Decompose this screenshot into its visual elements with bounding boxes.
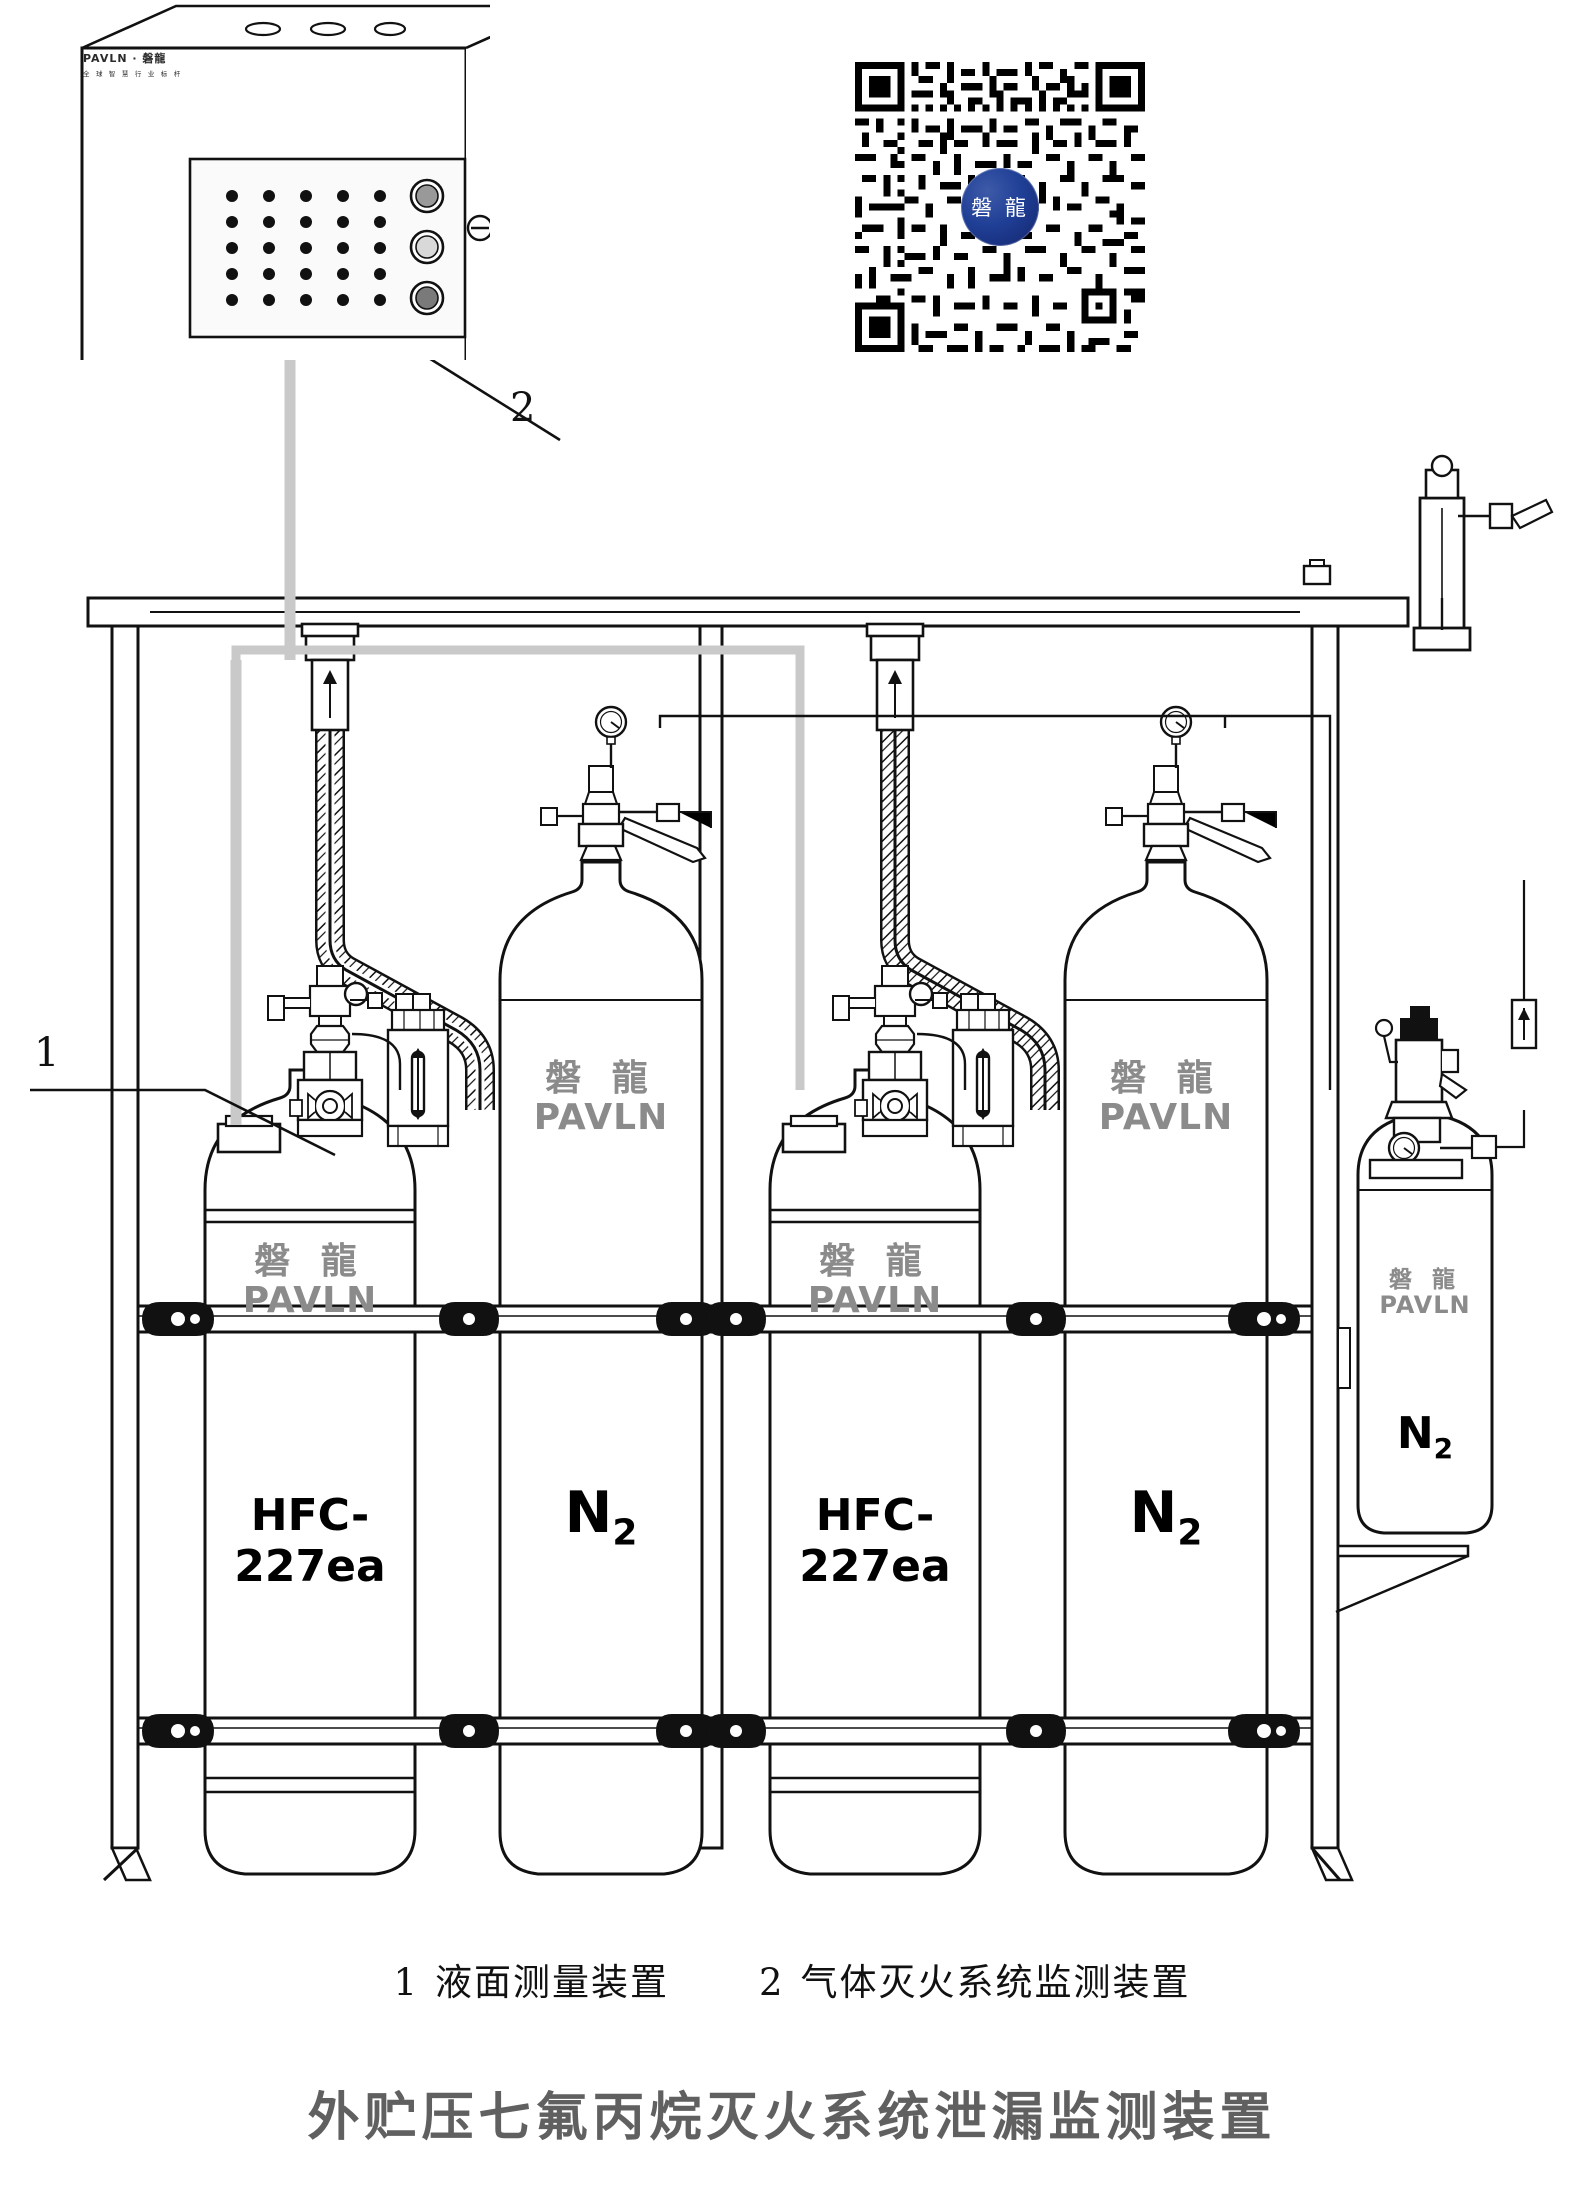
- legend-row: 1 液面测量装置 2 气体灭火系统监测装置: [0, 1952, 1584, 2006]
- brand-en: PAVLN: [807, 1279, 943, 1321]
- legend-number: 1: [393, 1961, 419, 2004]
- vent-slot: [373, 21, 407, 37]
- panel-brand-name: PAVLN · 磐龍: [83, 52, 167, 65]
- legend-label: 液面测量装置: [435, 1961, 669, 2004]
- gas-label-text: N: [564, 1480, 613, 1546]
- n2-valve-assembly-left: [539, 764, 713, 864]
- callout-number-2: 2: [510, 385, 536, 431]
- panel-tagline: 全 球 智 慧 行 业 标 杆: [83, 70, 183, 78]
- qr-code[interactable]: 磐 龍: [855, 62, 1145, 352]
- collar-left: [216, 1122, 282, 1154]
- brand-cn: 磐 龍: [819, 1241, 931, 1282]
- cylinder-brand-agent-1: 磐 龍 PAVLN: [205, 1243, 415, 1320]
- figure-title: 外贮压七氟丙烷灭火系统泄漏监测装置: [307, 2088, 1277, 2148]
- push-button-bottom: [409, 280, 445, 316]
- top-right-outlet: [1302, 454, 1554, 652]
- brand-en: PAVLN: [1098, 1096, 1234, 1138]
- cylinder-brand-nitrogen-small: 磐 龍 PAVLN: [1358, 1268, 1492, 1319]
- legend-item-1: 1 液面测量装置: [393, 1952, 669, 2006]
- collar-right: [781, 1122, 847, 1154]
- leader-line-1: [30, 1088, 336, 1157]
- gas-label-agent-2: HFC-227ea: [760, 1490, 990, 1592]
- cylinder-agent-2: [768, 1068, 982, 1876]
- right-check-valve: [1510, 880, 1538, 1050]
- cylinder-brand-agent-2: 磐 龍 PAVLN: [770, 1243, 980, 1320]
- callout-number-1: 1: [34, 1030, 60, 1076]
- clamp-rail-lower: [136, 1714, 1314, 1748]
- cylinder-agent-1: [203, 1068, 417, 1876]
- brand-cn: 磐 龍: [545, 1058, 657, 1099]
- level-sensor-right: [951, 992, 1015, 1148]
- gas-label-nitrogen-1: N2: [500, 1480, 702, 1553]
- gas-label-text: N: [1396, 1408, 1434, 1459]
- control-panel[interactable]: [60, 0, 490, 360]
- gas-label-nitrogen-2: N2: [1065, 1480, 1267, 1553]
- clamp-rail-upper: [136, 1302, 1314, 1336]
- led-matrix: [226, 190, 386, 306]
- gas-label-nitrogen-small: N2: [1358, 1408, 1492, 1465]
- legend-number: 2: [759, 1961, 785, 2004]
- push-button-middle: [409, 229, 445, 265]
- brand-en: PAVLN: [1379, 1291, 1471, 1320]
- gas-label-sub: 2: [612, 1512, 638, 1554]
- brand-en: PAVLN: [533, 1096, 669, 1138]
- pressure-gauge-left: [594, 705, 628, 768]
- pilot-bottle-head: [1368, 1006, 1526, 1180]
- key-lock-icon: [466, 214, 490, 242]
- legend-label: 气体灭火系统监测装置: [800, 1961, 1191, 2004]
- n2-valve-assembly-right: [1104, 764, 1278, 864]
- vent-slot: [309, 21, 347, 37]
- gas-label-sub: 2: [1177, 1512, 1203, 1554]
- gas-label-sub: 2: [1433, 1431, 1454, 1465]
- cylinder-brand-nitrogen-2: 磐 龍 PAVLN: [1065, 1060, 1267, 1137]
- gas-label-text: HFC-227ea: [799, 1490, 951, 1592]
- legend-item-2: 2 气体灭火系统监测装置: [759, 1952, 1191, 2006]
- gas-label-text: HFC-227ea: [234, 1490, 386, 1592]
- brand-cn: 磐 龍: [1388, 1267, 1461, 1293]
- brand-cn: 磐 龍: [254, 1241, 366, 1282]
- pressure-gauge-right: [1159, 705, 1193, 768]
- level-sensor-left: [386, 992, 450, 1148]
- cylinder-brand-nitrogen-1: 磐 龍 PAVLN: [500, 1060, 702, 1137]
- gas-label-agent-1: HFC-227ea: [195, 1490, 425, 1592]
- manifold-connector-left: [300, 622, 360, 732]
- gas-label-text: N: [1129, 1480, 1178, 1546]
- manifold-connector-right: [865, 622, 925, 732]
- cylinder-nitrogen-1: [498, 860, 704, 1876]
- brand-cn: 磐 龍: [1110, 1058, 1222, 1099]
- panel-brand: PAVLN · 磐龍 全 球 智 慧 行 业 标 杆: [83, 50, 193, 78]
- vent-slot: [244, 21, 282, 37]
- push-button-top: [409, 178, 445, 214]
- brand-en: PAVLN: [242, 1279, 378, 1321]
- qr-center-logo: 磐 龍: [961, 168, 1039, 246]
- cylinder-nitrogen-2: [1063, 860, 1269, 1876]
